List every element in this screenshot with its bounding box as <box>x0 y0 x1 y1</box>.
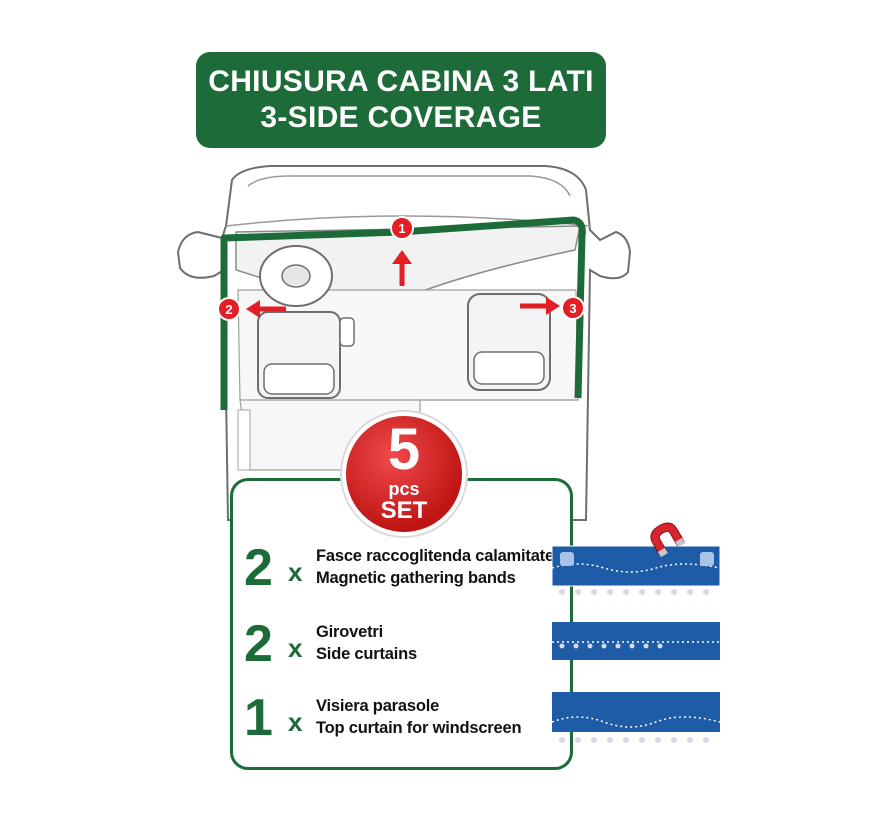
magnetic-band-swatch <box>551 522 721 595</box>
tassel-fringe <box>559 589 709 595</box>
marker-1: 1 <box>390 216 414 240</box>
svg-text:1: 1 <box>398 221 405 236</box>
badge-pcs: pcs <box>388 479 420 499</box>
badge-number: 5 <box>387 417 421 482</box>
arrow-left-icon <box>246 300 286 318</box>
item-magnetic-bands: 2 x Fasce raccoglitenda calamitate Magne… <box>244 538 564 598</box>
item-side-curtains: 2 x Girovetri Side curtains <box>244 614 564 674</box>
item-label-italian: Girovetri <box>316 623 383 641</box>
cab-roof-line <box>247 175 571 197</box>
curtain-track <box>220 216 586 410</box>
gear-lever <box>339 317 355 347</box>
arrow-right-icon <box>520 297 560 315</box>
svg-text:3: 3 <box>569 301 576 316</box>
badge-set: SET <box>380 497 428 524</box>
item-label-english: Magnetic gathering bands <box>316 569 516 587</box>
item-label-english: Side curtains <box>316 645 418 663</box>
item-quantity: 1 <box>244 689 273 747</box>
title-banner: CHIUSURA CABINA 3 LATI 3-SIDE COVERAGE <box>196 52 606 148</box>
top-curtain-swatch <box>551 692 721 743</box>
marker-2: 2 <box>217 297 241 321</box>
magnet-icon <box>650 522 686 558</box>
item-multiplier: x <box>288 707 303 737</box>
item-multiplier: x <box>288 557 303 587</box>
marker-3: 3 <box>561 296 585 320</box>
five-piece-set-badge: 5 pcs SET <box>342 412 466 536</box>
side-curtain-swatch <box>552 622 720 660</box>
item-top-curtain: 1 x Visiera parasole Top curtain for win… <box>244 688 564 748</box>
svg-text:2: 2 <box>225 302 232 317</box>
item-multiplier: x <box>288 633 303 663</box>
item-label-english: Top curtain for windscreen <box>316 719 522 737</box>
item-quantity: 2 <box>244 539 273 597</box>
arrow-up-icon <box>392 250 412 286</box>
title-line-english: 3-SIDE COVERAGE <box>260 101 542 134</box>
item-quantity: 2 <box>244 615 273 673</box>
item-label-italian: Fasce raccoglitenda calamitate <box>316 547 554 565</box>
item-label-italian: Visiera parasole <box>316 697 440 715</box>
title-line-italian: CHIUSURA CABINA 3 LATI <box>208 65 594 98</box>
